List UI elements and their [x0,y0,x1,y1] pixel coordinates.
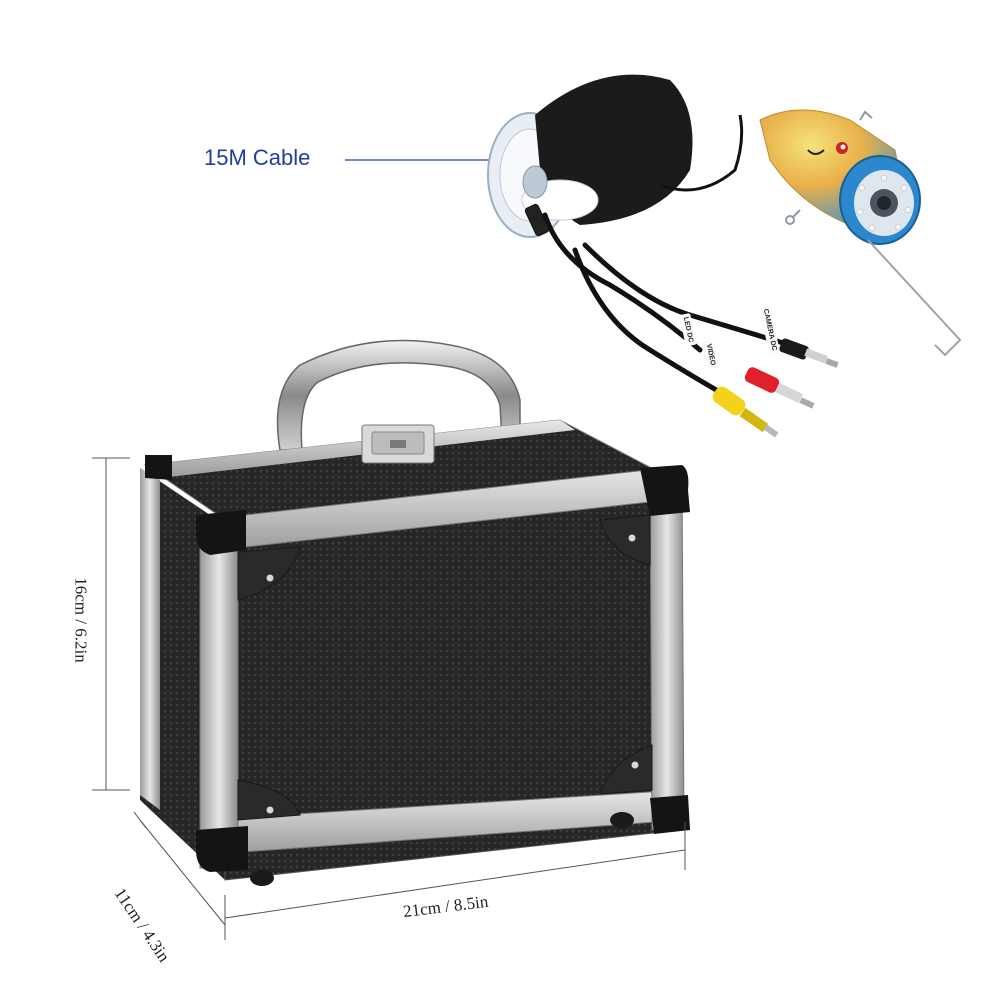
camera-stand-wire [867,239,962,357]
rca-video-connector [712,386,779,438]
underwater-camera [759,109,921,245]
dc-connector-led [744,367,815,409]
case-latch [361,424,435,464]
cable-callout-line [345,153,504,167]
height-dimension-label: 16cm / 6.2in [71,577,91,663]
cable-bundle [524,203,793,398]
cable-reel [487,74,693,238]
dc-connector-camera [779,338,839,368]
cable-length-label: 15M Cable [204,145,311,170]
camera-cable [659,114,744,192]
dimension-lines [92,457,686,940]
carrying-case [140,339,690,886]
